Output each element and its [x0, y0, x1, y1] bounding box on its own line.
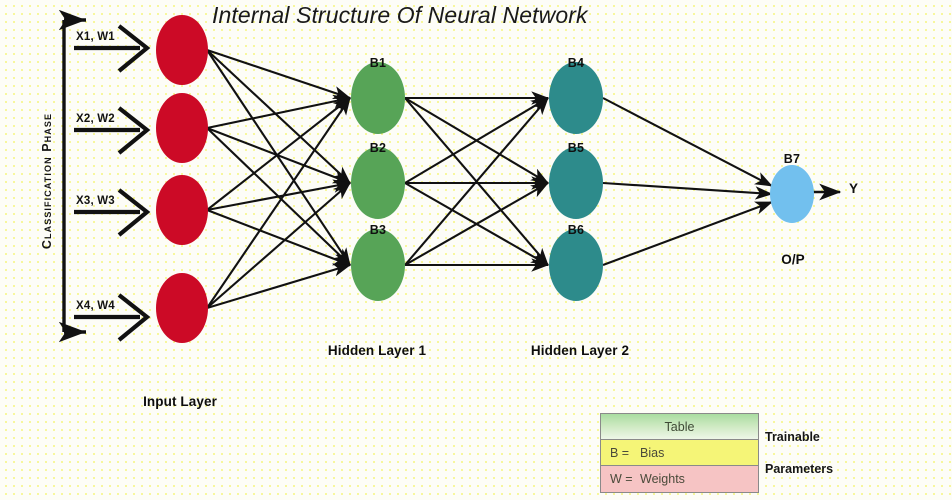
input-arrow-1	[74, 24, 151, 73]
input-arrow-4	[74, 293, 151, 342]
legend-row-weights: W = Weights	[601, 466, 758, 492]
phase-bracket	[58, 9, 86, 343]
node-label-B2: B2	[369, 141, 387, 155]
node-B6[interactable]	[549, 229, 603, 301]
node-input-2[interactable]	[156, 93, 208, 163]
output-symbol-y: Y	[849, 181, 859, 196]
legend-key-weights: W =	[610, 472, 633, 486]
node-B1[interactable]	[351, 62, 405, 134]
legend-value-weights: Weights	[640, 472, 685, 486]
node-input-4[interactable]	[156, 273, 208, 343]
legend-key-bias: B =	[610, 446, 630, 460]
input-arrow-3	[74, 188, 151, 237]
legend-header: Table	[601, 414, 758, 440]
node-input-3[interactable]	[156, 175, 208, 245]
legend-side-trainable: Trainable	[765, 430, 820, 444]
node-label-B7: B7	[783, 152, 801, 166]
legend-value-bias: Bias	[640, 446, 665, 460]
caption-hidden-layer-1: Hidden Layer 1	[327, 343, 427, 358]
legend-row-bias: B = Bias	[601, 440, 758, 466]
caption-hidden-layer-2: Hidden Layer 2	[530, 343, 630, 358]
node-B5[interactable]	[549, 147, 603, 219]
node-B7[interactable]	[770, 165, 814, 223]
page-title: Internal Structure Of Neural Network	[212, 2, 588, 28]
input-label-1: X1, W1	[76, 31, 115, 43]
caption-output-layer: O/P	[781, 252, 805, 267]
input-label-4: X4, W4	[76, 300, 115, 312]
input-label-3: X3, W3	[76, 195, 115, 207]
node-label-B5: B5	[567, 141, 585, 155]
node-B4[interactable]	[549, 62, 603, 134]
legend-table: Table B = Bias W = Weights	[600, 413, 759, 493]
legend-side-parameters: Parameters	[765, 462, 834, 476]
node-input-1[interactable]	[156, 15, 208, 85]
node-label-B1: B1	[369, 56, 387, 70]
input-label-2: X2, W2	[76, 113, 115, 125]
node-label-B4: B4	[567, 56, 585, 70]
caption-input-layer: Input Layer	[143, 394, 217, 409]
edges-input-to-hidden1	[206, 49, 352, 310]
input-arrows	[74, 24, 151, 342]
input-arrow-2	[74, 106, 151, 155]
node-label-B3: B3	[369, 223, 387, 237]
node-B2[interactable]	[351, 147, 405, 219]
edges-hidden2-to-output	[602, 97, 774, 266]
node-B3[interactable]	[351, 229, 405, 301]
edges-hidden1-to-hidden2	[404, 91, 550, 272]
node-label-B6: B6	[567, 223, 585, 237]
